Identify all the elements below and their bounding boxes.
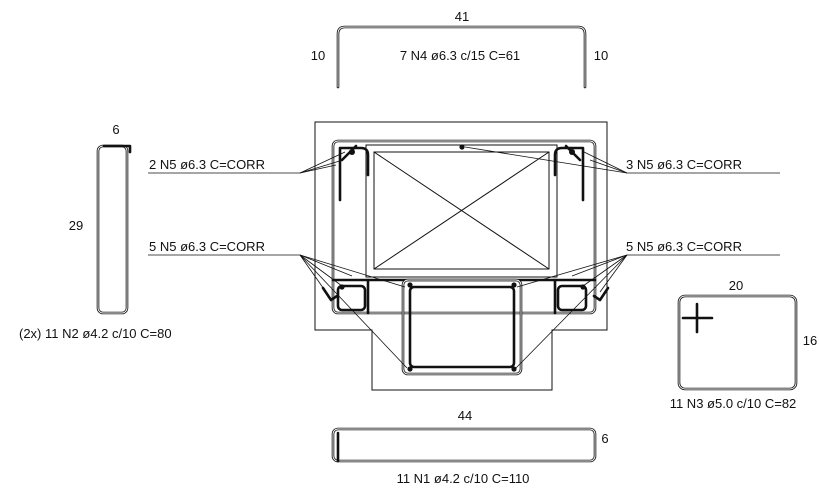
rebar-dot <box>511 282 517 288</box>
bar-n3-shape <box>677 294 798 391</box>
rebar-dot <box>407 282 413 288</box>
callout-top-left: 2 N5 ø6.3 C=CORR <box>148 151 346 174</box>
bar-n4-left-leg-label: 10 <box>311 48 325 63</box>
callout-bottom-left-label: 5 N5 ø6.3 C=CORR <box>149 239 265 254</box>
bar-n1-length-label: 44 <box>458 408 472 423</box>
bar-n3-width-label: 20 <box>729 278 743 293</box>
rebar-dot <box>569 149 575 155</box>
rebar-dot <box>459 144 465 150</box>
bar-n2-shape <box>96 144 132 315</box>
bar-n4-shape <box>336 25 587 89</box>
callout-top-right: 3 N5 ø6.3 C=CORR <box>464 146 780 174</box>
bar-n3-spec-label: 11 N3 ø5.0 c/10 C=82 <box>670 396 797 411</box>
bar-n2-spec-label: (2x) 11 N2 ø4.2 c/10 C=80 <box>19 326 172 341</box>
callout-top-left-label: 2 N5 ø6.3 C=CORR <box>149 157 265 172</box>
callout-bottom-right-label: 5 N5 ø6.3 C=CORR <box>626 239 742 254</box>
cross-section <box>314 121 610 391</box>
bar-n1-shape <box>331 427 597 463</box>
rebar-dot <box>511 366 517 372</box>
bar-n2-height-label: 29 <box>69 218 83 233</box>
bar-n4-spec-label: 7 N4 ø6.3 c/15 C=61 <box>400 48 520 63</box>
bar-n4-length-label: 41 <box>455 9 469 24</box>
rebar-dot <box>349 149 355 155</box>
bar-n4-right-leg-label: 10 <box>594 48 608 63</box>
bar-n1-spec-label: 11 N1 ø4.2 c/10 C=110 <box>397 471 530 486</box>
bar-n3-height-label: 16 <box>803 333 817 348</box>
callout-top-right-label: 3 N5 ø6.3 C=CORR <box>626 157 742 172</box>
rebar-dot <box>339 284 345 290</box>
bar-n2-width-label: 6 <box>112 122 119 137</box>
bar-n1-leg-label: 6 <box>601 431 608 446</box>
callout-bottom-right: 5 N5 ø6.3 C=CORR <box>515 239 780 369</box>
rebar-dot <box>580 284 586 290</box>
rebar-dot <box>407 366 413 372</box>
callout-bottom-left: 5 N5 ø6.3 C=CORR <box>148 239 408 369</box>
